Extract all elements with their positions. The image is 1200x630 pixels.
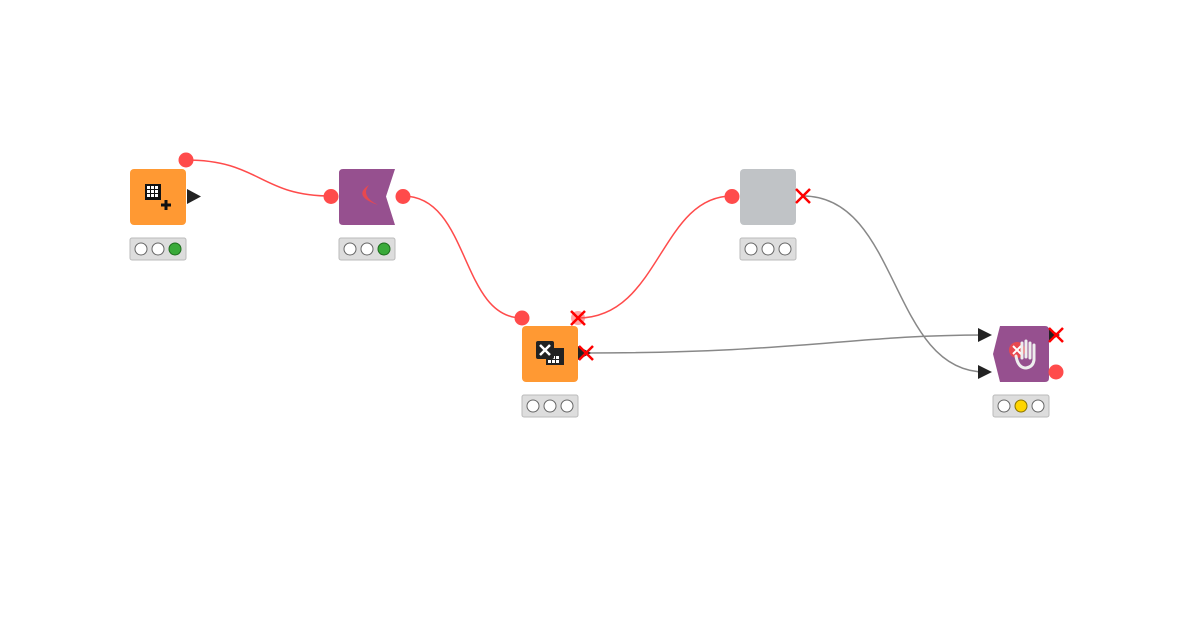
input-port-triangle-icon[interactable] (978, 365, 992, 379)
flow-variable-port[interactable] (178, 152, 194, 168)
status-traffic-light (129, 237, 187, 261)
flow-connection[interactable] (185, 159, 332, 197)
table-creator-icon (145, 184, 171, 210)
flow-input-port[interactable] (514, 310, 530, 326)
node-loop-end[interactable] (978, 326, 1064, 418)
status-traffic-light (739, 237, 797, 261)
inactive-x-icon (1048, 327, 1064, 343)
flow-input-port[interactable] (724, 189, 740, 204)
node-loop-start[interactable] (323, 169, 411, 261)
loop-start-icon (362, 185, 378, 205)
flow-input-port[interactable] (323, 189, 339, 204)
inactive-output-port[interactable] (795, 188, 811, 204)
input-port-triangle-icon[interactable] (978, 328, 992, 342)
inactive-data-output-port[interactable] (578, 345, 594, 361)
inactive-output-port[interactable] (1048, 327, 1064, 343)
inactive-flow-output-port[interactable] (570, 310, 586, 326)
node-gray[interactable] (724, 169, 811, 261)
status-traffic-light (521, 394, 579, 418)
inactive-x-icon (795, 188, 811, 204)
node-excel-table[interactable] (514, 310, 594, 418)
data-connection[interactable] (802, 195, 986, 373)
flow-connection[interactable] (577, 195, 733, 319)
flow-output-port[interactable] (1048, 364, 1064, 380)
status-traffic-light (992, 394, 1050, 418)
excel-table-icon (536, 341, 564, 365)
flow-connection[interactable] (402, 195, 523, 319)
data-connection[interactable] (585, 334, 986, 354)
inactive-x-icon (578, 345, 594, 361)
status-traffic-light (338, 237, 396, 261)
inactive-x-icon (570, 310, 586, 326)
output-port-triangle-icon[interactable] (187, 189, 201, 204)
flow-output-port[interactable] (395, 189, 411, 204)
node-table-creator[interactable] (129, 152, 201, 261)
stop-hand-icon (1009, 339, 1036, 370)
